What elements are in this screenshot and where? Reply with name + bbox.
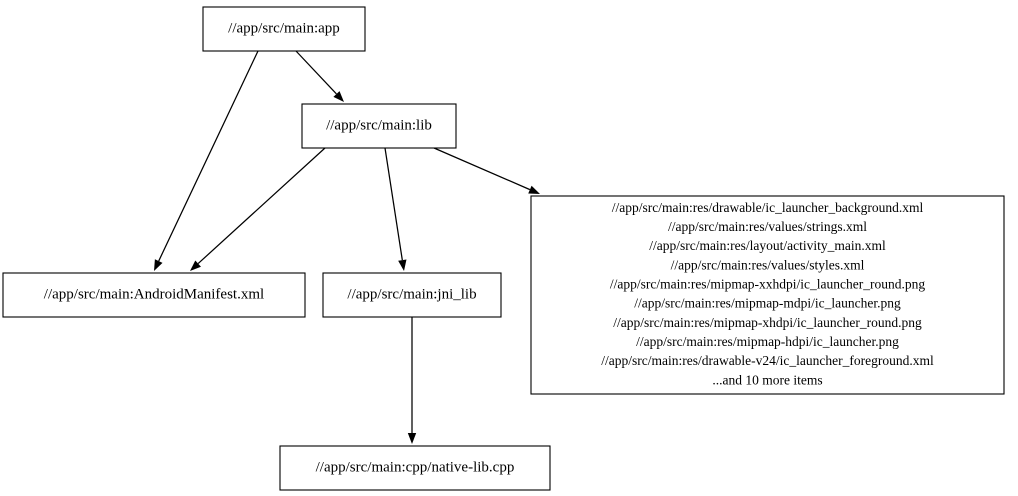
node-label-line: //app/src/main:res/layout/activity_main.… — [649, 238, 886, 253]
edge-arrowhead-icon — [528, 185, 540, 194]
edge-lib-to-android-manifest — [190, 147, 326, 271]
node-android-manifest[interactable]: //app/src/main:AndroidManifest.xml — [2, 272, 306, 318]
node-label-line: //app/src/main:res/mipmap-xhdpi/ic_launc… — [613, 315, 922, 330]
node-native-lib-cpp[interactable]: //app/src/main:cpp/native-lib.cpp — [279, 445, 551, 491]
node-label-line: //app/src/main:AndroidManifest.xml — [44, 286, 264, 302]
node-border — [301, 103, 457, 149]
edge-line — [384, 147, 403, 261]
node-label-line: //app/src/main:cpp/native-lib.cpp — [316, 459, 515, 475]
edge-lib-to-jni-lib — [384, 147, 407, 271]
edge-arrowhead-icon — [407, 433, 417, 444]
node-border — [202, 6, 366, 52]
edge-app-to-android-manifest — [154, 50, 259, 271]
edge-line — [433, 147, 531, 191]
edge-lib-to-res-files — [433, 147, 540, 194]
node-label-line: //app/src/main:lib — [326, 117, 432, 133]
edge-arrowhead-icon — [333, 91, 344, 102]
nodes-layer: //app/src/main:app //app/src/main:lib //ap… — [2, 6, 1005, 491]
node-label-line: //app/src/main:res/values/strings.xml — [668, 219, 867, 234]
edge-line — [158, 50, 259, 262]
node-label-line: ...and 10 more items — [712, 372, 822, 387]
node-app[interactable]: //app/src/main:app — [202, 6, 366, 52]
edge-line — [295, 50, 337, 95]
node-label-line: //app/src/main:res/drawable-v24/ic_launc… — [601, 353, 934, 368]
edge-arrowhead-icon — [398, 259, 407, 271]
edges-layer — [154, 50, 540, 444]
node-label-line: //app/src/main:res/drawable/ic_launcher_… — [612, 200, 924, 215]
node-label-line: //app/src/main:res/mipmap-mdpi/ic_launch… — [634, 296, 901, 311]
node-label-line: //app/src/main:jni_lib — [347, 286, 476, 302]
node-label-line: //app/src/main:app — [228, 20, 340, 36]
node-border — [322, 272, 502, 318]
node-lib[interactable]: //app/src/main:lib — [301, 103, 457, 149]
node-border — [530, 195, 1005, 395]
node-label-line: //app/src/main:res/mipmap-hdpi/ic_launch… — [636, 334, 899, 349]
edge-app-to-lib — [295, 50, 344, 102]
node-border — [2, 272, 306, 318]
node-jni-lib[interactable]: //app/src/main:jni_lib — [322, 272, 502, 318]
edge-line — [197, 147, 326, 265]
edge-arrowhead-icon — [154, 259, 163, 271]
node-label-line: //app/src/main:res/mipmap-xxhdpi/ic_laun… — [610, 277, 926, 292]
node-label-line: //app/src/main:res/values/styles.xml — [671, 257, 865, 272]
edge-jni-lib-to-native-lib-cpp — [407, 317, 417, 444]
node-res-files[interactable]: //app/src/main:res/drawable/ic_launcher_… — [530, 195, 1005, 395]
node-border — [279, 445, 551, 491]
edge-arrowhead-icon — [190, 260, 201, 271]
